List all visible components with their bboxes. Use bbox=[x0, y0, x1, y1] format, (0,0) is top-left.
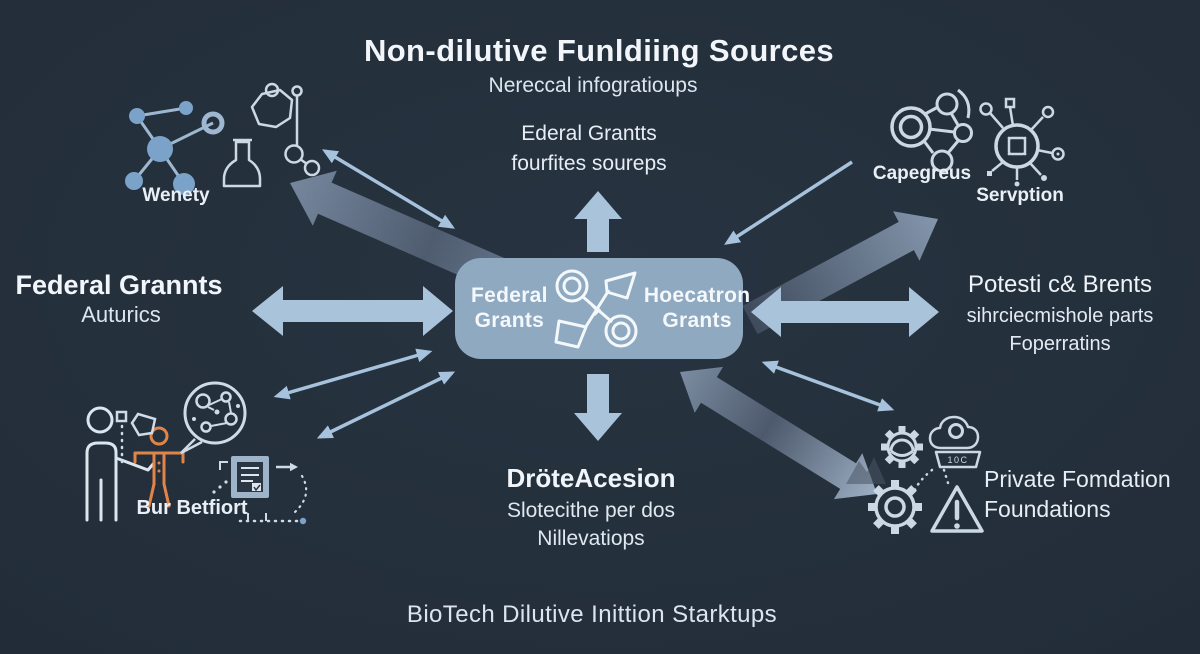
arrow-up bbox=[574, 191, 622, 252]
network-bubble-icon bbox=[180, 381, 247, 455]
arrow-right-double bbox=[751, 287, 939, 337]
arrow-thick-bottom-right bbox=[680, 366, 877, 500]
bottom-center-caption: Slotecithe per dos Nillevatiops bbox=[506, 499, 676, 551]
center-right-label: Hoecatron Grants bbox=[643, 283, 751, 332]
arrow-thin-top-left bbox=[321, 149, 456, 229]
bottom-center-title: DröteAcesion bbox=[506, 463, 676, 493]
mountain-watermark bbox=[846, 457, 886, 484]
orange-figure-icon bbox=[133, 426, 185, 508]
arrow-down bbox=[574, 374, 622, 441]
gear-molecule-icon bbox=[890, 88, 973, 173]
gear-head-icon bbox=[881, 426, 923, 468]
dotted-track-icon bbox=[115, 410, 157, 470]
top-right-network-label: Servption bbox=[976, 185, 1064, 206]
page-subtitle: Nereccal infogratioups bbox=[488, 74, 698, 97]
top-node-caption: Ederal Grantts fourfites soureps bbox=[511, 122, 667, 176]
left-node-title: Federal Grannts bbox=[15, 270, 223, 300]
top-right-gear-label: Capegreus bbox=[872, 163, 972, 184]
arrow-thin-bottom-left-2 bbox=[316, 371, 456, 439]
server-badge: 10C bbox=[947, 455, 968, 465]
person-icon bbox=[85, 406, 156, 522]
molecule-icon bbox=[125, 101, 225, 195]
page-title: Non-dilutive Funldiing Sources bbox=[363, 33, 835, 68]
crossed-flags-icon bbox=[554, 269, 638, 348]
cloud-server-icon: 10C bbox=[911, 415, 982, 496]
arrow-left-double bbox=[252, 286, 453, 336]
bottom-left-node-label: Bur Betfiort bbox=[136, 497, 248, 519]
top-left-node-label: Wenety bbox=[142, 185, 210, 206]
bottom-right-node-caption: Private Fomdation Foundations bbox=[984, 466, 1171, 523]
gear-icon bbox=[868, 480, 922, 534]
center-left-label: Federal Grants bbox=[471, 283, 548, 332]
left-node-subtitle: Auturics bbox=[81, 302, 161, 327]
right-node-caption: Potesti c& Brents sihrciecmishole parts … bbox=[966, 271, 1154, 356]
flask-icon bbox=[222, 82, 321, 188]
center-node: Federal Grants Hoecatron Grants bbox=[455, 258, 750, 359]
network-node-icon bbox=[979, 97, 1065, 187]
footer-caption: BioTech Dilutive Inittion Starktups bbox=[406, 601, 778, 628]
arrow-thin-bottom-right bbox=[761, 360, 895, 412]
arrow-thin-top-right bbox=[724, 160, 853, 245]
arrow-thin-bottom-left-1 bbox=[273, 348, 433, 400]
document-icon bbox=[212, 456, 308, 525]
warning-triangle-icon bbox=[930, 485, 984, 533]
